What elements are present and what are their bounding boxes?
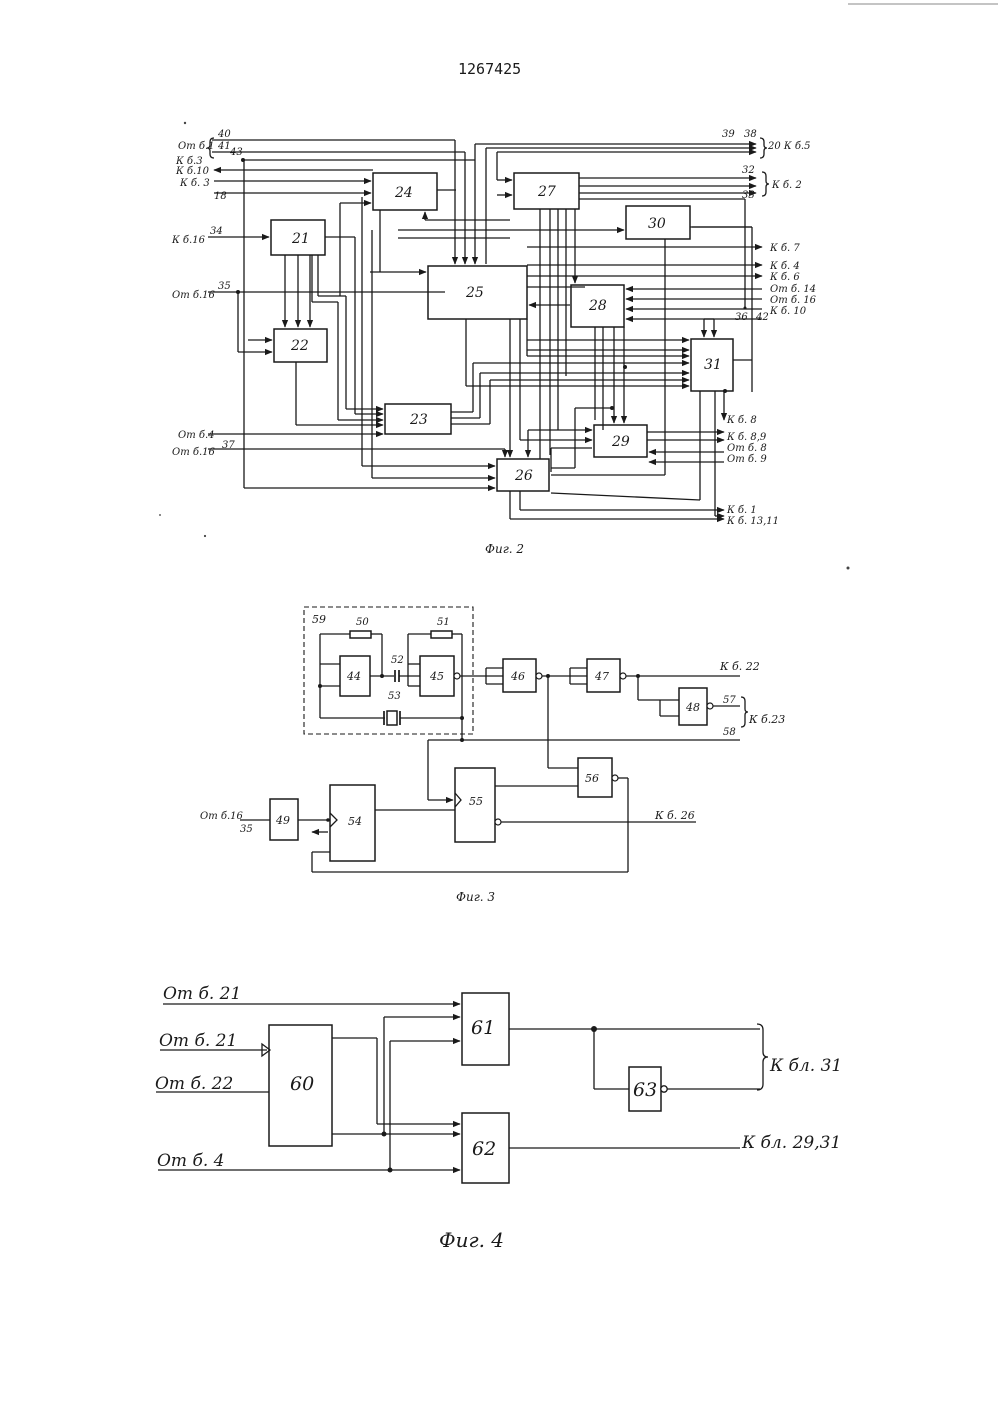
block-56-label: 56 xyxy=(585,772,599,785)
label-k-b16: К б.16 xyxy=(171,235,206,246)
label-k-bl2931: К бл. 29,31 xyxy=(741,1133,841,1153)
num-38: 38 xyxy=(744,129,757,140)
block-62-label: 62 xyxy=(472,1138,496,1160)
patent-number: 1267425 xyxy=(458,60,521,78)
block-49-label: 49 xyxy=(275,814,290,827)
label-ot-b16-f3: От б.16 xyxy=(200,811,244,822)
resistor-51 xyxy=(431,631,452,638)
label-k-b2: К б. 2 xyxy=(771,180,802,191)
block-30-label: 30 xyxy=(648,216,666,232)
num-42: 42 xyxy=(755,312,769,323)
label-k-b6: К б. 6 xyxy=(769,272,800,283)
label-k-b7: К б. 7 xyxy=(769,243,800,254)
num-52: 52 xyxy=(391,655,404,666)
num-36: 36 xyxy=(735,312,748,323)
label-k-b89: К б. 8,9 xyxy=(726,432,767,443)
figure-4: 60 61 62 63 От б. 21 От б. 21 От б. 22 О… xyxy=(155,984,842,1252)
label-ot-b22: От б. 22 xyxy=(155,1074,233,1094)
block-28-label: 28 xyxy=(588,298,607,314)
block-26-label: 26 xyxy=(514,468,533,484)
fig4-caption: Фиг. 4 xyxy=(439,1228,504,1252)
label-ot-b16r: От б. 16 xyxy=(770,295,817,306)
block-45-label: 45 xyxy=(429,670,444,683)
block-24-label: 24 xyxy=(394,185,413,201)
num-40: 40 xyxy=(217,129,231,140)
label-k-b22: К б. 22 xyxy=(719,660,760,673)
label-k-b26: К б. 26 xyxy=(654,809,695,822)
label-k-b1: К б. 1 xyxy=(726,505,757,516)
label-ot-b14: От б. 14 xyxy=(770,284,816,295)
figure-3: 59 44 45 46 47 48 49 54 55 56 50 51 52 5… xyxy=(200,607,785,904)
resistor-50 xyxy=(350,631,371,638)
block-21-label: 21 xyxy=(291,231,310,247)
label-k-b5: 20 К б.5 xyxy=(767,141,810,152)
label-ot-b4: От б.4 xyxy=(178,430,215,441)
num-41: 41 xyxy=(217,141,231,152)
num-50: 50 xyxy=(356,617,369,628)
label-ot-b4: От б. 4 xyxy=(157,1151,224,1171)
num-58: 58 xyxy=(723,727,736,738)
block-25-label: 25 xyxy=(465,285,484,301)
block-60-label: 60 xyxy=(290,1073,314,1095)
num-57: 57 xyxy=(723,695,736,706)
block-22-label: 22 xyxy=(290,338,309,354)
label-ot-b8: От б. 8 xyxy=(727,443,767,454)
fig2-caption: Фиг. 2 xyxy=(485,542,524,556)
fig3-caption: Фиг. 3 xyxy=(456,890,495,904)
num-51: 51 xyxy=(437,617,450,628)
label-k-b1311: К б. 13,11 xyxy=(726,516,779,527)
label-k-b4: К б. 4 xyxy=(769,261,800,272)
block-31-label: 31 xyxy=(704,357,722,373)
num-34: 34 xyxy=(210,226,223,237)
label-k-b10r: К б. 10 xyxy=(769,306,807,317)
block-47-label: 47 xyxy=(594,670,609,683)
block-23-label: 23 xyxy=(409,412,428,428)
label-ot-b21-a: От б. 21 xyxy=(163,984,241,1004)
num-53: 53 xyxy=(388,691,401,702)
num-59: 59 xyxy=(312,613,326,626)
block-29-label: 29 xyxy=(611,434,630,450)
block-61-label: 61 xyxy=(471,1017,495,1039)
block-55-label: 55 xyxy=(469,795,483,808)
figure-2: 24 27 21 30 25 28 22 31 23 29 26 От б.1 … xyxy=(171,129,817,556)
label-ot-b21-b: От б. 21 xyxy=(159,1031,237,1051)
block-54-label: 54 xyxy=(348,815,362,828)
label-k-b3b: К б. 3 xyxy=(179,178,210,189)
block-48-label: 48 xyxy=(685,701,700,714)
num-35-f3: 35 xyxy=(240,824,253,835)
label-k-b23: К б.23 xyxy=(748,713,785,726)
block-63-label: 63 xyxy=(633,1079,657,1101)
num-39: 39 xyxy=(722,129,735,140)
num-35: 35 xyxy=(218,281,231,292)
block-44-label: 44 xyxy=(346,670,361,683)
label-k-b8: К б. 8 xyxy=(726,415,757,426)
label-k-bl31: К бл. 31 xyxy=(769,1056,842,1076)
num-32: 32 xyxy=(742,165,755,176)
block-46-label: 46 xyxy=(510,670,525,683)
label-ot-b9: От б. 9 xyxy=(727,454,767,465)
block-27-label: 27 xyxy=(537,184,556,200)
label-k-b10: К б.10 xyxy=(175,166,210,177)
crystal-53 xyxy=(387,711,397,725)
